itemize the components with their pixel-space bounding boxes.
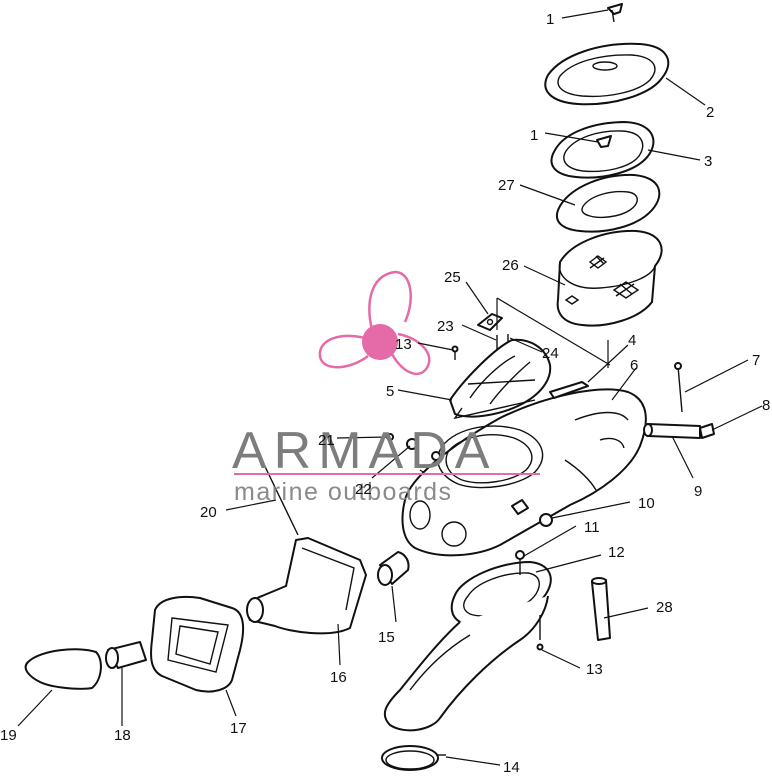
band-clamp: [381, 745, 446, 771]
air-box-cover: [544, 42, 670, 106]
callout-25-plate: 25: [444, 269, 461, 286]
screw-bottom: [536, 615, 544, 651]
long-bolt: [674, 362, 683, 413]
support-strip: [549, 381, 589, 399]
callout-9-hose: 9: [694, 483, 702, 500]
callout-17-flange: 17: [230, 720, 247, 737]
end-cap: [24, 648, 102, 690]
callout-23-stud: 23: [437, 318, 454, 335]
propeller-logo-icon: [318, 270, 431, 376]
watermark-tagline: marine outboards: [234, 478, 453, 506]
grommet: [511, 499, 553, 527]
filter-support-bracket: [449, 338, 552, 420]
callout-28-drain-hose: 28: [656, 599, 673, 616]
mounting-plate: [477, 313, 503, 331]
callout-6-housing: 6: [630, 357, 638, 374]
callout-numbers: 1 2 1 3 27 26 25 23 24 13 4 6 7 8 5 21 2…: [0, 11, 770, 776]
cover-gasket: [550, 121, 655, 179]
watermark: ARMADA marine outboards: [232, 422, 540, 506]
duct-bolt: [515, 550, 525, 575]
watermark-brand: ARMADA: [232, 422, 496, 480]
callout-leader-lines: [17, 9, 763, 766]
callout-14-band-clamp: 14: [503, 759, 520, 776]
callout-7-bolt: 7: [752, 352, 760, 369]
drain-hose: [591, 577, 611, 641]
callout-15-adapter: 15: [378, 629, 395, 646]
callout-21-washer: 21: [318, 432, 335, 449]
inlet-boot: [246, 537, 367, 635]
callout-11-bolt: 11: [584, 519, 600, 536]
inlet-flange: [150, 595, 245, 693]
breather-hose: [643, 423, 701, 439]
callout-20-rod: 20: [200, 504, 217, 521]
air-filter-element: [556, 229, 663, 327]
callout-2-cover: 2: [706, 104, 714, 121]
callout-19-end-cap: 19: [0, 727, 17, 744]
callout-5-bracket: 5: [386, 383, 394, 400]
threaded-rod: [257, 451, 299, 536]
screw-top: [451, 345, 459, 360]
wing-nut-middle: [596, 135, 612, 148]
callout-4-strip: 4: [628, 332, 636, 349]
callout-22-washer: 22: [355, 481, 372, 498]
callout-3-gasket: 3: [704, 153, 712, 170]
callout-26-filter: 26: [502, 257, 519, 274]
coupler-tube: [105, 641, 147, 669]
wing-nut-top: [607, 3, 623, 23]
callout-8-clamp: 8: [762, 397, 770, 414]
callout-10-grommet: 10: [638, 495, 655, 512]
air-box-housing: [401, 388, 647, 557]
throttle-adapter: [377, 551, 410, 586]
callout-13-screw-b: 13: [586, 661, 603, 678]
callout-12-duct: 12: [608, 544, 625, 561]
callout-13-screw: 13: [395, 336, 412, 353]
callout-27-filter-gasket: 27: [498, 177, 515, 194]
callout-24-stud: 24: [542, 345, 559, 362]
callout-18-coupler: 18: [114, 727, 131, 744]
callout-1-wing-nut-b: 1: [530, 127, 538, 144]
callout-1-wing-nut: 1: [546, 11, 554, 28]
lower-intake-duct: [383, 561, 552, 732]
filter-gasket: [555, 173, 661, 233]
callout-16-boot: 16: [330, 669, 347, 686]
hose-clamp: [699, 423, 715, 439]
